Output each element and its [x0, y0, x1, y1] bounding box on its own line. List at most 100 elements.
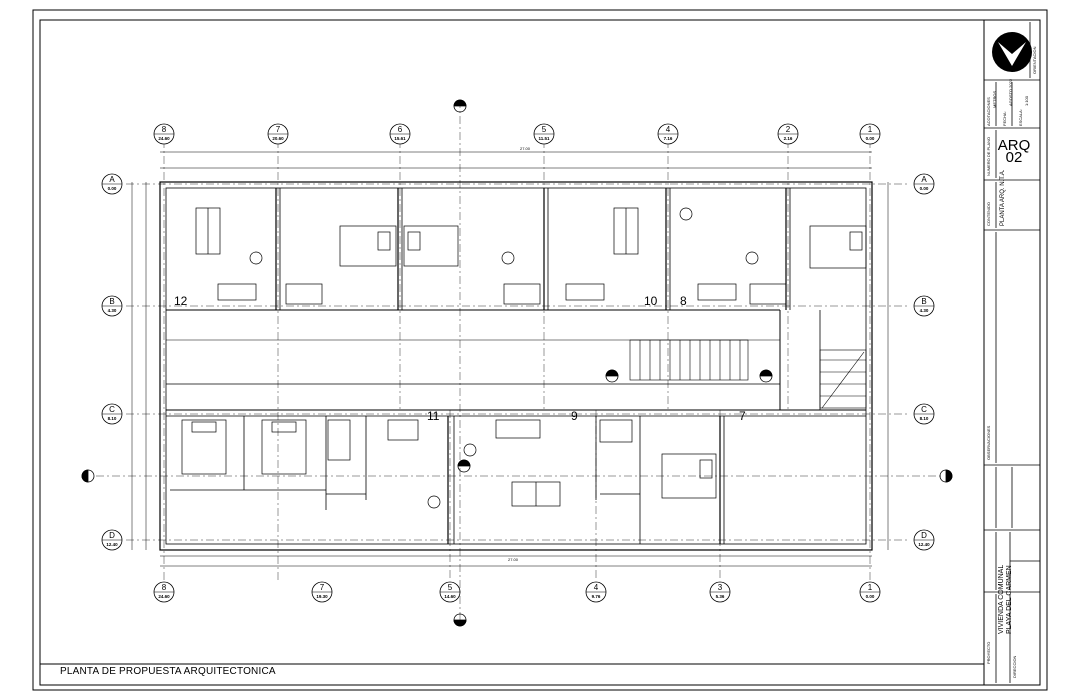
axis-bottom-3-dimension: 5.36	[716, 594, 725, 599]
axis-right-B: B 4.30	[913, 295, 935, 317]
axis-bottom-1-label: 1	[868, 583, 873, 592]
axis-right-A-label: A	[921, 175, 927, 184]
unit-number-11: 11	[427, 409, 440, 423]
axis-left-B-dimension: 4.30	[108, 308, 117, 313]
sheet-title: PLANTA DE PROPUESTA ARQUITECTONICA	[60, 666, 276, 677]
project-name-line2: PLAYA DEL CARMEN	[1006, 565, 1013, 634]
acotaciones-value: METROS	[992, 90, 997, 108]
label-contenido: CONTENIDO	[986, 202, 991, 226]
axis-right-C-label: C	[921, 405, 927, 414]
unit-number-9: 9	[571, 409, 578, 423]
axis-top-2: 22.16	[777, 123, 799, 145]
axis-top-6-label: 6	[398, 125, 403, 134]
axis-top-5: 511.51	[533, 123, 555, 145]
sheet-name: PLANTA ARQ. N.T.A.	[1000, 169, 1006, 226]
orientation-logo	[992, 32, 1032, 72]
axis-bottom-5-dimension: 14.60	[444, 594, 456, 599]
staircase	[629, 339, 867, 409]
overall-dimension: 27.00	[520, 146, 531, 151]
inner-sheet-border	[39, 19, 1041, 686]
axis-bottom-8-dimension: 24.60	[158, 594, 170, 599]
axis-bottom-4-dimension: 9.76	[592, 594, 601, 599]
axis-top-4: 47.16	[657, 123, 679, 145]
label-observaciones: OBSERVACIONES	[986, 425, 991, 460]
axis-top-8-dimension: 24.60	[158, 136, 170, 141]
axis-left-C: C8.10	[101, 403, 123, 425]
grid-axis-right: A 0.00B 4.30C 8.10D 12.40	[913, 173, 935, 551]
axis-bottom-1: 10.00	[859, 581, 881, 603]
axis-left-B: B 4.30	[101, 295, 123, 317]
label-acotaciones: ACOTACIONES	[986, 97, 991, 126]
grid-axis-lines	[96, 100, 944, 620]
axis-top-7: 720.60	[267, 123, 289, 145]
axis-top-5-dimension: 11.51	[538, 136, 550, 141]
axis-left-A-label: A	[109, 175, 115, 184]
axis-top-7-dimension: 20.60	[272, 136, 284, 141]
unit-number-12: 12	[174, 294, 188, 308]
axis-bottom-8: 824.60	[153, 581, 175, 603]
axis-bottom-7-dimension: 19.30	[316, 594, 328, 599]
title-block	[984, 22, 1040, 683]
axis-top-8-label: 8	[162, 125, 167, 134]
axis-left-D-dimension: 12.40	[106, 542, 118, 547]
label-escala: ESCALA:	[1018, 109, 1023, 126]
axis-top-1: 10.00	[859, 123, 881, 145]
axis-right-D-dimension: 12.40	[918, 542, 930, 547]
label-orientation: ORIENTACION	[1032, 46, 1037, 74]
project-name-line1: VIVIENDA COMUNAL	[998, 564, 1005, 634]
axis-top-2-dimension: 2.16	[784, 136, 793, 141]
axis-top-1-dimension: 0.00	[866, 136, 875, 141]
axis-right-B-dimension: 4.30	[920, 308, 929, 313]
label-proyecto: PROYECTO	[986, 641, 991, 664]
axis-top-8: 824.60	[153, 123, 175, 145]
axis-bottom-4-label: 4	[594, 583, 599, 592]
sheet-number-bottom: 02	[1005, 149, 1023, 166]
axis-right-D-label: D	[921, 531, 927, 540]
axis-top-4-label: 4	[666, 125, 671, 134]
axis-right-C: C 8.10	[913, 403, 935, 425]
section-markers	[81, 99, 953, 627]
axis-left-A-dimension: 0.00	[108, 186, 117, 191]
axis-bottom-3: 35.36	[709, 581, 731, 603]
axis-left-B-label: B	[109, 297, 114, 306]
axis-left-D-label: D	[109, 531, 115, 540]
overall-dimension-bottom: 27.00	[508, 557, 519, 562]
axis-top-5-label: 5	[542, 125, 547, 134]
unit-number-7: 7	[739, 409, 746, 423]
axis-top-6: 615.61	[389, 123, 411, 145]
escala-value: 1:100	[1024, 95, 1029, 106]
label-fecha: FECHA:	[1002, 111, 1007, 126]
sheet-number: ARQ 02	[994, 137, 1034, 166]
fecha-value: AGOSTO 2022	[1008, 78, 1013, 106]
axis-left-C-dimension: 8.10	[108, 416, 117, 421]
dimension-lines	[131, 151, 889, 567]
axis-bottom-7-label: 7	[320, 583, 325, 592]
axis-right-D: D 12.40	[913, 529, 935, 551]
axis-right-B-label: B	[921, 297, 926, 306]
axis-bottom-5-label: 5	[448, 583, 453, 592]
label-sheet-number: NUMERO DE PLANO	[986, 136, 991, 176]
axis-top-2-label: 2	[786, 125, 791, 134]
sheet-number-top: ARQ	[997, 137, 1031, 154]
axis-right-A-dimension: 0.00	[920, 186, 929, 191]
axis-top-4-dimension: 7.16	[664, 136, 673, 141]
unit-number-10: 10	[644, 294, 658, 308]
axis-bottom-7: 719.30	[311, 581, 333, 603]
axis-bottom-4: 49.76	[585, 581, 607, 603]
label-direccion: DIRECCION	[1012, 655, 1017, 678]
unit-numbers: 12 10 8 11 9 7	[174, 294, 746, 423]
axis-right-A: A 0.00	[913, 173, 935, 195]
axis-right-C-dimension: 8.10	[920, 416, 929, 421]
axis-left-A: A 0.00	[101, 173, 123, 195]
outer-sheet-border	[32, 9, 1048, 691]
unit-number-8: 8	[680, 294, 687, 308]
axis-left-D: D 12.40	[101, 529, 123, 551]
axis-bottom-5: 514.60	[439, 581, 461, 603]
axis-top-1-label: 1	[868, 125, 873, 134]
axis-bottom-3-label: 3	[718, 583, 723, 592]
axis-top-6-dimension: 15.61	[394, 136, 406, 141]
